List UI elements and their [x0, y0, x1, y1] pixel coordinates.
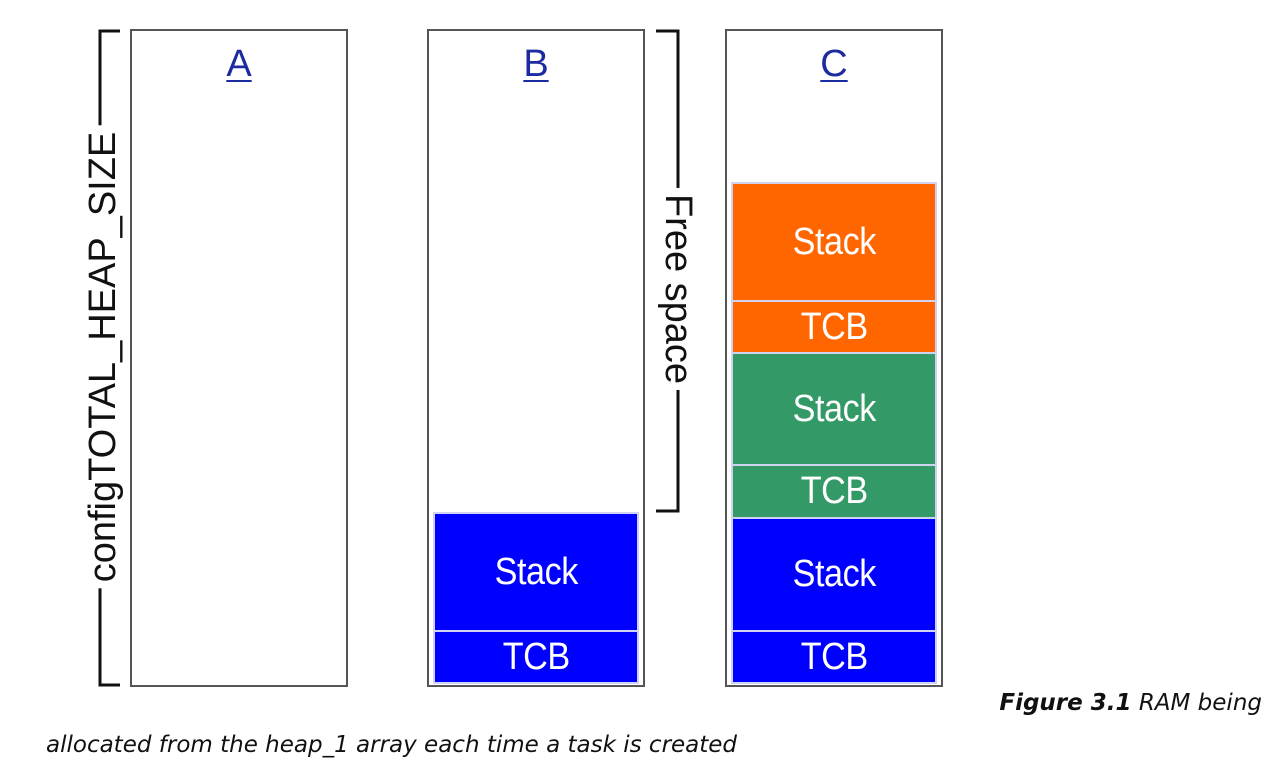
column-b: B Stack TCB — [427, 29, 645, 687]
free-space-label: Free space — [657, 187, 699, 391]
task2-tcb-label: TCB — [800, 470, 868, 512]
task1-tcb-block: TCB — [433, 630, 639, 684]
caption-text-part1: RAM being — [1138, 690, 1262, 716]
figure-number: Figure 3.1 — [999, 690, 1132, 716]
task3-tcb-block: TCB — [731, 300, 937, 354]
task3-stack-label: Stack — [792, 220, 876, 263]
task2-stack-block: Stack — [731, 352, 937, 466]
task2-tcb-block: TCB — [731, 464, 937, 519]
column-a: A — [130, 29, 348, 687]
figure-caption-line-1: Figure 3.1 RAM being — [999, 690, 1262, 716]
task2-stack-label: Stack — [792, 387, 876, 430]
task1-tcb-block-c: TCB — [731, 630, 937, 684]
column-c-label: C — [820, 43, 848, 85]
task3-stack-block: Stack — [731, 182, 937, 302]
column-b-label: B — [523, 43, 549, 85]
task1-stack-block-c: Stack — [731, 517, 937, 632]
task1-stack-block: Stack — [433, 512, 639, 632]
column-a-label: A — [226, 43, 252, 85]
task1-tcb-label-c: TCB — [800, 635, 868, 678]
figure-caption-line-2: allocated from the heap_1 array each tim… — [46, 732, 738, 758]
task1-stack-label-c: Stack — [792, 553, 876, 595]
heap-size-label: configTOTAL_HEAP_SIZE — [82, 125, 124, 589]
task1-stack-label: Stack — [494, 550, 578, 593]
task1-tcb-label: TCB — [502, 635, 570, 678]
column-c: C Stack TCB Stack TCB Stack TCB — [725, 29, 943, 687]
task3-tcb-label: TCB — [800, 305, 868, 348]
